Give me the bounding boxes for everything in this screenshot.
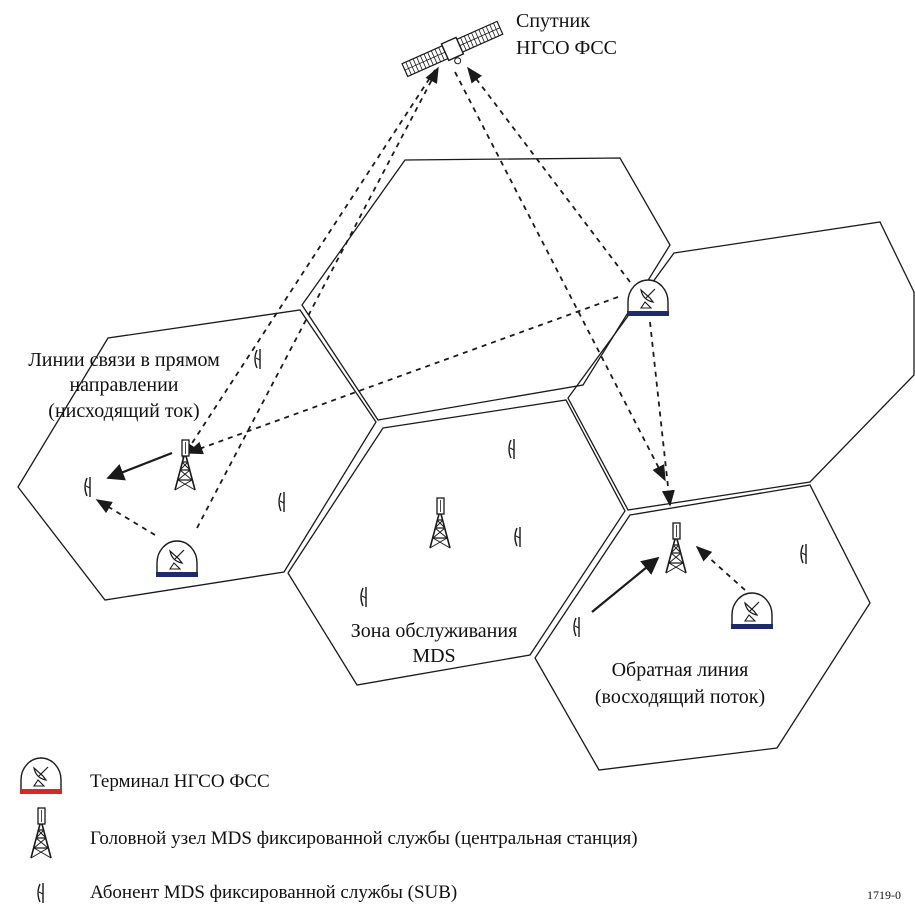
zone-label-line2: MDS: [412, 645, 455, 667]
subscriber-icon: [508, 438, 515, 460]
terminal-icon-left: [155, 540, 199, 578]
cell-right-upper: [567, 221, 915, 511]
cell-left: [17, 309, 377, 601]
uplink-arrow-right-terminal: [467, 66, 631, 283]
subscriber-icon: [800, 543, 807, 565]
subscriber-icon: [254, 348, 261, 370]
subscriber-icon: [573, 616, 580, 638]
terminal-to-left-hub-arrow: [186, 296, 619, 455]
figure-code: 1719-0: [867, 888, 901, 902]
uplink-arrow-left-terminal: [196, 66, 439, 529]
subscriber-icon: [514, 526, 521, 548]
legend-terminal-label: Терминал НГСО ФСС: [90, 771, 270, 792]
hub-tower-icon-bottom-right: [665, 522, 687, 574]
return-label-line2: (восходящий поток): [595, 686, 765, 708]
legend-subscriber-icon: [37, 882, 44, 904]
legend-hub-label: Головной узел MDS фиксированной службы (…: [90, 828, 638, 849]
zone-label-line1: Зона обслуживания: [351, 620, 518, 642]
hub-tower-icon-left: [174, 439, 196, 491]
legend-subscriber-label: Абонент MDS фиксированной службы (SUB): [90, 882, 457, 903]
legend-hub-tower-icon: [30, 807, 52, 859]
return-link-label: Обратная линия (восходящий поток): [595, 659, 765, 708]
return-label-line1: Обратная линия: [612, 659, 749, 681]
terminal-to-bottom-right-hub-arrow: [649, 321, 675, 507]
hub-tower-icon-center: [429, 497, 451, 549]
downlink-arrow-to-left-hub: [182, 69, 436, 459]
subscriber-icon: [278, 491, 285, 513]
legend-terminal-icon: [20, 757, 62, 794]
subscriber-icon: [84, 476, 91, 498]
solid-arrows: [106, 451, 660, 613]
forward-link-label: Линии связи в прямом направлении (нисход…: [28, 349, 220, 422]
cell-top: [301, 157, 671, 421]
bottom-terminal-to-hub-arrow: [695, 545, 746, 591]
terminal-icon-bottom-right: [730, 592, 774, 630]
forward-link-arrow: [106, 451, 173, 481]
service-zone-label: Зона обслуживания MDS: [351, 620, 518, 667]
terminal-icon-upper-right: [626, 279, 670, 317]
satellite-label-line2: НГСО ФСС: [516, 37, 617, 59]
forward-label-line3: (нисходящий ток): [48, 400, 199, 422]
cell-boundaries: [17, 157, 915, 771]
link-arrows: [95, 66, 746, 591]
satellite-label-line1: Спутник: [516, 10, 590, 32]
forward-label-line1: Линии связи в прямом: [28, 349, 220, 371]
subscriber-icon: [360, 586, 367, 608]
downlink-arrow-to-bottom-right-hub: [454, 71, 666, 482]
satellite-icon: [401, 20, 504, 78]
cell-center: [287, 399, 626, 686]
forward-label-line2: направлении: [69, 374, 178, 396]
legend: Терминал НГСО ФСС Головной узел MDS фикс…: [20, 757, 638, 904]
left-terminal-to-sub-arrow: [95, 499, 156, 536]
return-link-arrow: [591, 556, 660, 613]
cell-bottom-right: [534, 484, 871, 771]
